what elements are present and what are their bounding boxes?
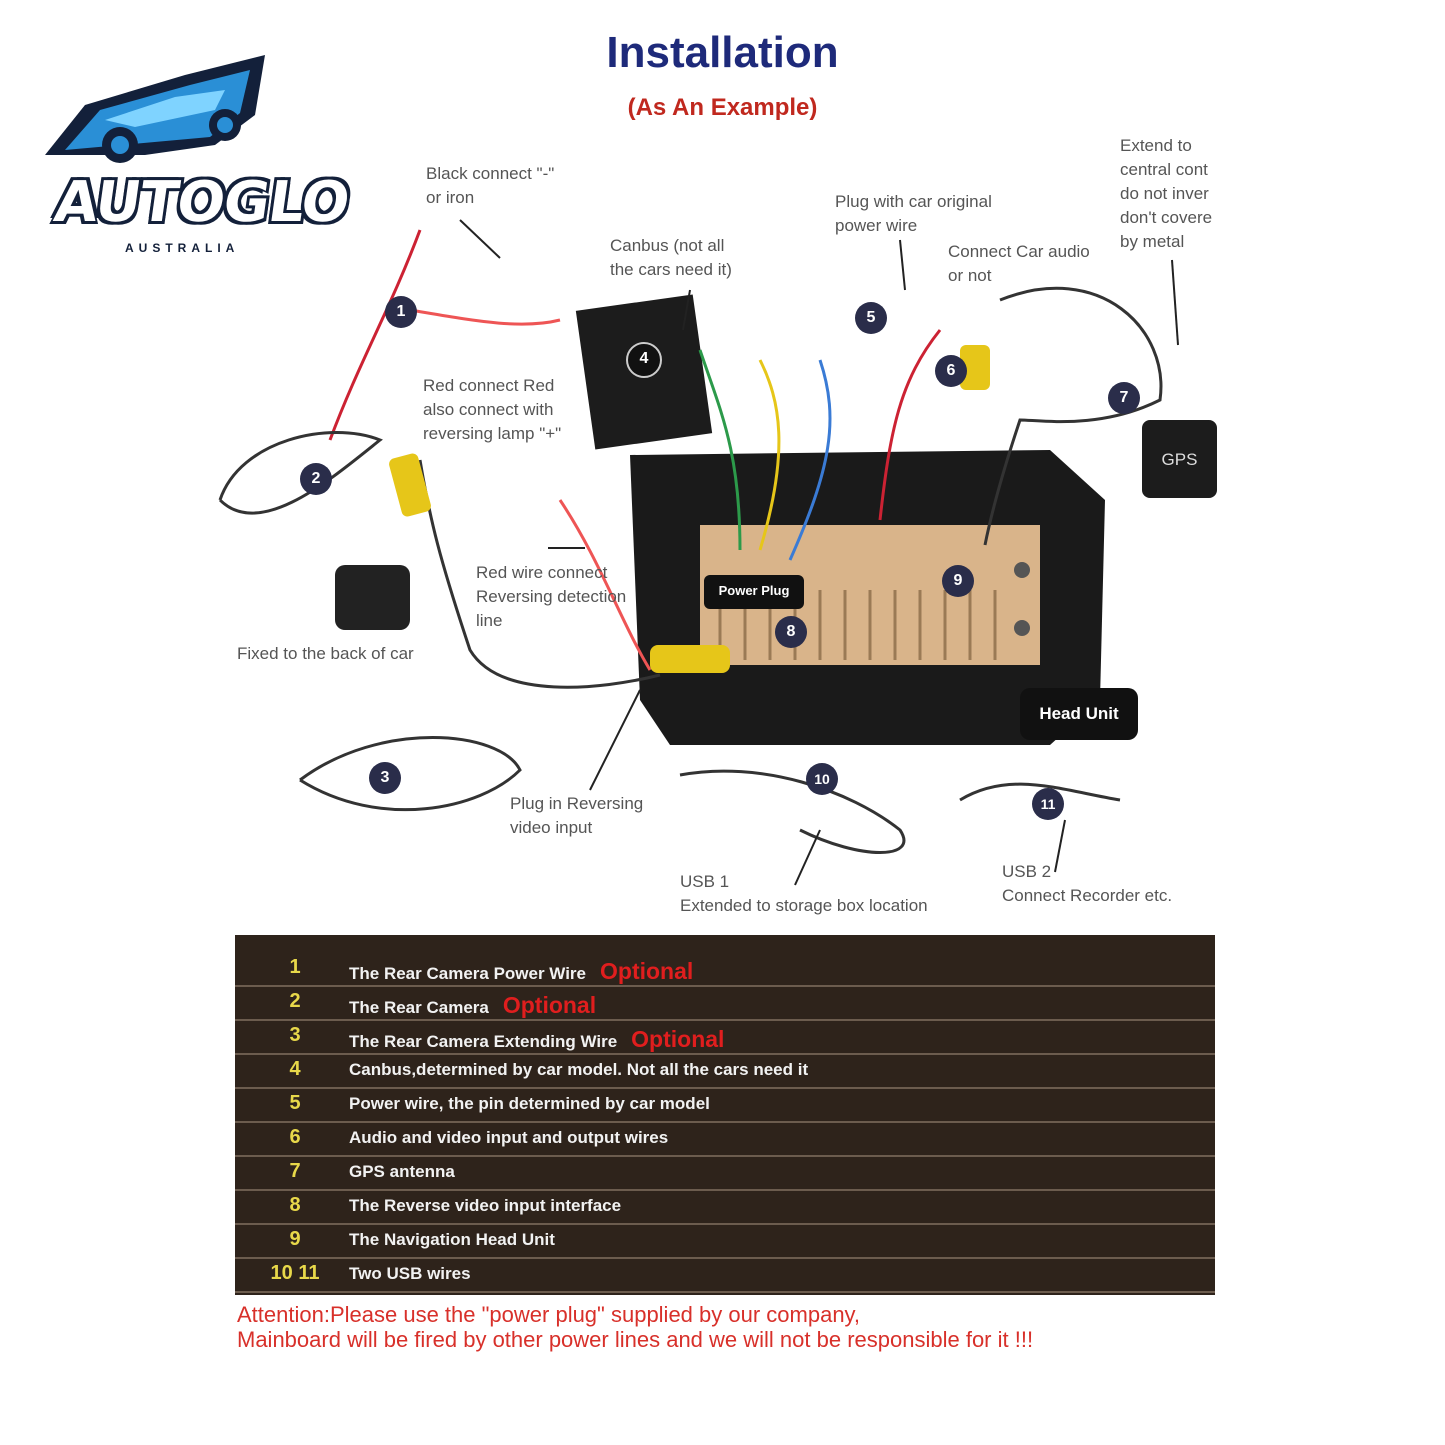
attention-line-1: Attention:Please use the "power plug" su… xyxy=(237,1302,861,1327)
optional-tag: Optional xyxy=(631,1026,725,1052)
legend-description: The Navigation Head Unit xyxy=(349,1230,555,1250)
badge-4: 4 xyxy=(626,342,662,378)
badge-8: 8 xyxy=(775,616,807,648)
legend-description: The Rear Camera Optional xyxy=(349,992,596,1019)
label-extend-gps: Extend to central cont do not inver don'… xyxy=(1120,136,1213,251)
badge-10: 10 xyxy=(806,763,838,795)
legend-text: The Reverse video input interface xyxy=(349,1196,622,1215)
attention-line-2: Mainboard will be fired by other power l… xyxy=(237,1327,1034,1352)
label-usb2: USB 2 Connect Recorder etc. xyxy=(1002,862,1173,905)
badge-3: 3 xyxy=(369,762,401,794)
legend-row: 1 The Rear Camera Power Wire Optional xyxy=(235,951,1215,987)
car-logo-icon xyxy=(45,55,265,163)
legend-number: 10 11 xyxy=(270,1262,320,1284)
legend-number: 4 xyxy=(289,1058,301,1080)
badge-9: 9 xyxy=(942,565,974,597)
legend-row: 2 The Rear Camera Optional xyxy=(235,985,1215,1021)
logo-tagline: AUSTRALIA xyxy=(125,241,240,255)
optional-tag: Optional xyxy=(600,958,694,984)
badge-7: 7 xyxy=(1108,382,1140,414)
label-fixed-back: Fixed to the back of car xyxy=(237,644,414,663)
legend-row: 5 Power wire, the pin determined by car m… xyxy=(235,1087,1215,1123)
legend-number: 6 xyxy=(289,1126,301,1148)
page-title: Installation xyxy=(606,28,839,77)
legend-description: Audio and video input and output wires xyxy=(349,1128,668,1148)
legend-text: The Navigation Head Unit xyxy=(349,1230,555,1249)
legend-text: The Rear Camera xyxy=(349,998,489,1017)
legend-text: The Rear Camera Power Wire xyxy=(349,964,586,983)
legend-description: Two USB wires xyxy=(349,1264,471,1284)
attention-note: Attention:Please use the "power plug" su… xyxy=(237,1302,1237,1352)
legend-row: 4 Canbus,determined by car model. Not all… xyxy=(235,1053,1215,1089)
badge-6: 6 xyxy=(935,355,967,387)
legend-row: 8 The Reverse video input interface xyxy=(235,1189,1215,1225)
legend-description: The Rear Camera Extending Wire Optional xyxy=(349,1026,724,1053)
label-plug-reversing: Plug in Reversing video input xyxy=(510,794,644,837)
legend-row: 9 The Navigation Head Unit xyxy=(235,1223,1215,1259)
label-red-connect: Red connect Red also connect with revers… xyxy=(423,376,562,443)
badge-1: 1 xyxy=(385,296,417,328)
wiring-diagram xyxy=(218,219,1217,886)
page-subtitle: (As An Example) xyxy=(627,94,818,121)
label-red-wire: Red wire connect Reversing detection lin… xyxy=(476,563,627,630)
badge-11: 11 xyxy=(1032,788,1064,820)
legend-row: 10 11 Two USB wires xyxy=(235,1257,1215,1293)
legend-text: The Rear Camera Extending Wire xyxy=(349,1032,618,1051)
legend-row: 3 The Rear Camera Extending Wire Optional xyxy=(235,1019,1215,1055)
legend-description: Power wire, the pin determined by car mo… xyxy=(349,1094,710,1114)
legend-description: The Rear Camera Power Wire Optional xyxy=(349,958,693,985)
legend-number: 9 xyxy=(289,1228,301,1250)
label-canbus: Canbus (not all the cars need it) xyxy=(610,236,732,279)
legend-text: Audio and video input and output wires xyxy=(349,1128,669,1147)
label-connect-audio: Connect Car audio or not xyxy=(948,242,1090,285)
label-black-connect: Black connect "-" or iron xyxy=(426,164,555,207)
optional-tag: Optional xyxy=(502,992,597,1018)
legend-number: 8 xyxy=(289,1194,301,1216)
badge-2: 2 xyxy=(300,463,332,495)
gps-antenna xyxy=(1142,420,1217,498)
legend-text: Canbus,determined by car model. Not all … xyxy=(349,1060,809,1079)
legend-text: Two USB wires xyxy=(349,1264,471,1283)
legend-text: Power wire, the pin determined by car mo… xyxy=(349,1094,710,1113)
legend-number: 1 xyxy=(289,956,301,978)
legend-row: 7 GPS antenna xyxy=(235,1155,1215,1191)
legend-number: 3 xyxy=(289,1024,301,1046)
legend-number: 5 xyxy=(289,1092,301,1114)
gps-tag: GPS xyxy=(1161,450,1198,469)
legend-description: Canbus,determined by car model. Not all … xyxy=(349,1060,808,1080)
legend-description: The Reverse video input interface xyxy=(349,1196,621,1216)
legend-description: GPS antenna xyxy=(349,1162,455,1182)
legend-text: GPS antenna xyxy=(349,1162,455,1181)
legend-number: 2 xyxy=(289,990,301,1012)
label-usb1: USB 1 Extended to storage box location xyxy=(680,872,928,915)
legend-row: 6 Audio and video input and output wires xyxy=(235,1121,1215,1157)
label-plug-power: Plug with car original power wire xyxy=(835,192,992,235)
head-unit-tag: Head Unit xyxy=(1039,704,1119,723)
rear-camera xyxy=(335,565,410,630)
legend-number: 7 xyxy=(289,1160,301,1182)
autoglo-logo: AUTOGLO AUSTRALIA xyxy=(25,45,353,255)
badge-5: 5 xyxy=(855,302,887,334)
power-plug-tag: Power Plug xyxy=(718,583,790,598)
